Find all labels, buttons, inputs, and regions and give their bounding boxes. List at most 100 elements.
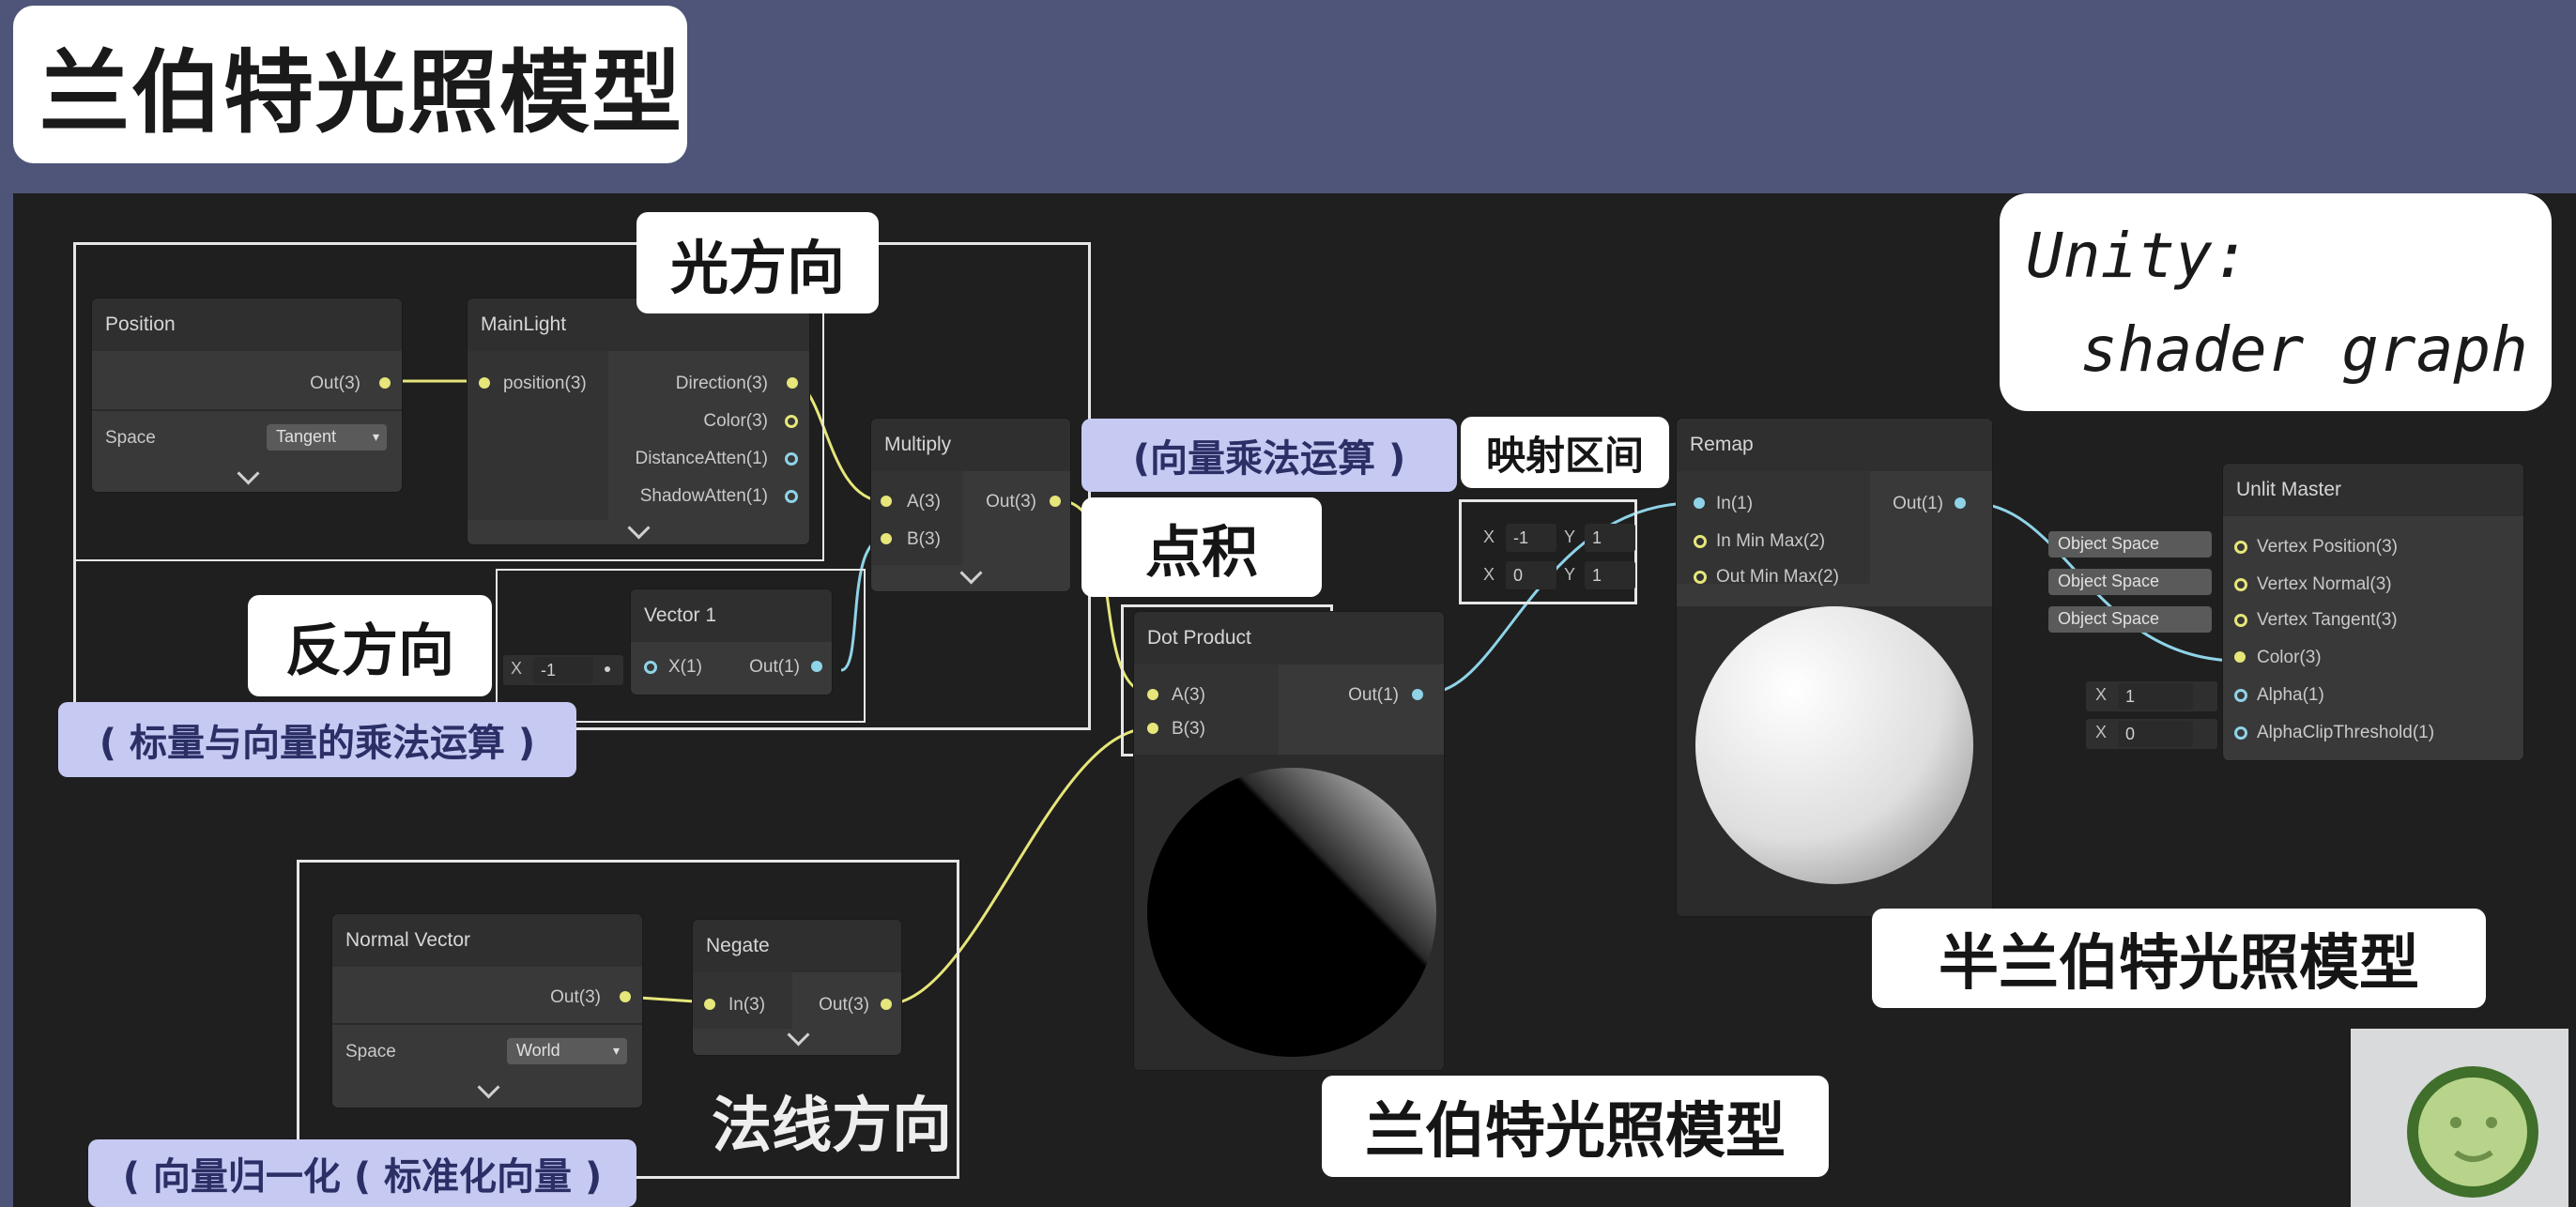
alpha-input[interactable]: X 1: [2086, 681, 2217, 711]
annotation-light-direction: 光方向: [636, 212, 879, 313]
object-space-normal[interactable]: Object Space: [2048, 569, 2212, 595]
vertex-position-port[interactable]: [2234, 541, 2247, 554]
color-out-port[interactable]: [785, 415, 798, 428]
remap-values-frame: [1459, 499, 1637, 604]
x-label: X: [511, 659, 523, 678]
position-out-port[interactable]: [379, 377, 391, 389]
node-title: Normal Vector: [332, 914, 642, 967]
node-title: Unlit Master: [2223, 464, 2523, 516]
a-in-port[interactable]: [1147, 689, 1158, 700]
x-label: X: [1483, 527, 1495, 546]
out-max-field[interactable]: 1: [1585, 561, 1635, 589]
space-label: Space: [345, 1042, 396, 1062]
out-port[interactable]: [1955, 497, 1966, 509]
b-in-port[interactable]: [881, 533, 892, 544]
out-label: Out(1): [1893, 494, 1943, 513]
divider: [332, 1023, 642, 1025]
multiply-node[interactable]: Multiply A(3) B(3) Out(3): [871, 419, 1070, 591]
vertex-tangent-port[interactable]: [2234, 614, 2247, 627]
wire-dotproduct-remap: [1428, 501, 1695, 695]
collapse-chevron-icon[interactable]: [959, 561, 983, 585]
annotation-dot-product: 点积: [1081, 497, 1322, 597]
collapse-chevron-icon[interactable]: [477, 1076, 500, 1099]
in-max-field[interactable]: 1: [1585, 524, 1635, 552]
out-label: Out(1): [749, 657, 800, 677]
out-port[interactable]: [1412, 689, 1423, 700]
a-in-label: A(3): [1172, 685, 1205, 705]
normal-vector-node[interactable]: Normal Vector Out(3) Space World ▾: [332, 914, 642, 1108]
out-port[interactable]: [881, 999, 892, 1010]
y-label: Y: [1564, 527, 1576, 546]
collapse-chevron-icon[interactable]: [237, 462, 260, 485]
b-in-port[interactable]: [1147, 723, 1158, 734]
color-out-label: Color(3): [703, 411, 768, 431]
half-lambert-sphere-preview: [1695, 606, 1973, 884]
color-label: Color(3): [2257, 648, 2322, 667]
out-label: Out(3): [819, 995, 869, 1015]
object-space-tangent[interactable]: Object Space: [2048, 606, 2212, 633]
a-in-port[interactable]: [881, 496, 892, 507]
shadow-out-port[interactable]: [785, 490, 798, 503]
position-out-label: Out(3): [310, 374, 360, 393]
vertex-normal-port[interactable]: [2234, 578, 2247, 591]
x-value-field[interactable]: -1: [533, 657, 593, 683]
alpha-clip-input[interactable]: X 0: [2086, 719, 2217, 749]
direction-out-port[interactable]: [787, 377, 798, 389]
alpha-value-field[interactable]: 1: [2118, 683, 2193, 710]
out-min-max-fields[interactable]: X 0 Y 1: [1470, 561, 1658, 591]
position-in-label: position(3): [503, 374, 587, 393]
alpha-clip-port[interactable]: [2234, 726, 2247, 740]
annotation-normalize: ( 向量归一化 ( 标准化向量 ): [88, 1139, 636, 1207]
unity-label-line1: Unity:: [2026, 220, 2250, 292]
in-min-field[interactable]: -1: [1506, 524, 1556, 552]
out-port[interactable]: [1050, 496, 1061, 507]
position-in-port[interactable]: [479, 377, 490, 389]
x-in-port[interactable]: [644, 661, 657, 674]
in-port[interactable]: [1694, 497, 1705, 509]
lambert-sphere-preview: [1147, 768, 1436, 1057]
remap-node[interactable]: Remap In(1) In Min Max(2) Out Min Max(2)…: [1677, 419, 1992, 916]
alpha-clip-value-field[interactable]: 0: [2118, 721, 2193, 747]
negate-node[interactable]: Negate In(3) Out(3): [693, 920, 901, 1055]
space-dropdown[interactable]: World ▾: [507, 1038, 627, 1064]
vector1-x-input-row[interactable]: X -1: [503, 655, 623, 685]
alpha-clip-label: AlphaClipThreshold(1): [2257, 723, 2435, 742]
position-node[interactable]: Position Out(3) Space Tangent ▾: [92, 298, 402, 492]
node-title: Position: [92, 298, 402, 351]
annotation-lambert: 兰伯特光照模型: [1322, 1076, 1829, 1177]
annotation-reverse-direction: 反方向: [248, 595, 492, 696]
y-label: Y: [1564, 565, 1576, 584]
unity-label-line2: shader graph: [2080, 313, 2528, 386]
input-panel: [1677, 471, 1870, 584]
vertex-tangent-label: Vertex Tangent(3): [2257, 610, 2398, 630]
in-min-max-port[interactable]: [1694, 535, 1707, 548]
wire-negate-dotproduct-b: [885, 726, 1151, 1006]
space-value: Tangent: [276, 427, 337, 446]
out-min-field[interactable]: 0: [1506, 561, 1556, 589]
cucumber-avatar-icon: [2351, 1029, 2568, 1207]
color-port[interactable]: [2234, 651, 2246, 663]
mainlight-node[interactable]: MainLight position(3) Direction(3) Color…: [468, 298, 809, 544]
out-port[interactable]: [811, 661, 822, 672]
object-space-position[interactable]: Object Space: [2048, 531, 2212, 558]
direction-out-label: Direction(3): [675, 374, 768, 393]
x-label: X: [1483, 565, 1495, 584]
unity-label-box: Unity: shader graph: [2000, 193, 2552, 411]
space-dropdown[interactable]: Tangent ▾: [267, 424, 387, 451]
annotation-vector-mult: (向量乘法运算 ): [1081, 419, 1457, 492]
distance-out-port[interactable]: [785, 452, 798, 466]
in-label: In(1): [1716, 494, 1754, 513]
in-min-max-fields[interactable]: X -1 Y 1: [1470, 524, 1658, 554]
alpha-port[interactable]: [2234, 689, 2247, 702]
out-min-max-port[interactable]: [1694, 571, 1707, 584]
vector1-node[interactable]: Vector 1 X(1) Out(1): [631, 589, 832, 695]
in-port[interactable]: [704, 999, 715, 1010]
dot-product-node[interactable]: Dot Product A(3) B(3) Out(1): [1134, 612, 1444, 1070]
out-label: Out(1): [1348, 685, 1399, 705]
unlit-master-node[interactable]: Unlit Master Vertex Position(3) Vertex N…: [2223, 464, 2523, 760]
node-title: Vector 1: [631, 589, 832, 642]
collapse-chevron-icon[interactable]: [627, 516, 651, 540]
alpha-label: Alpha(1): [2257, 685, 2324, 705]
out-port[interactable]: [620, 991, 631, 1002]
node-title: Negate: [693, 920, 901, 972]
